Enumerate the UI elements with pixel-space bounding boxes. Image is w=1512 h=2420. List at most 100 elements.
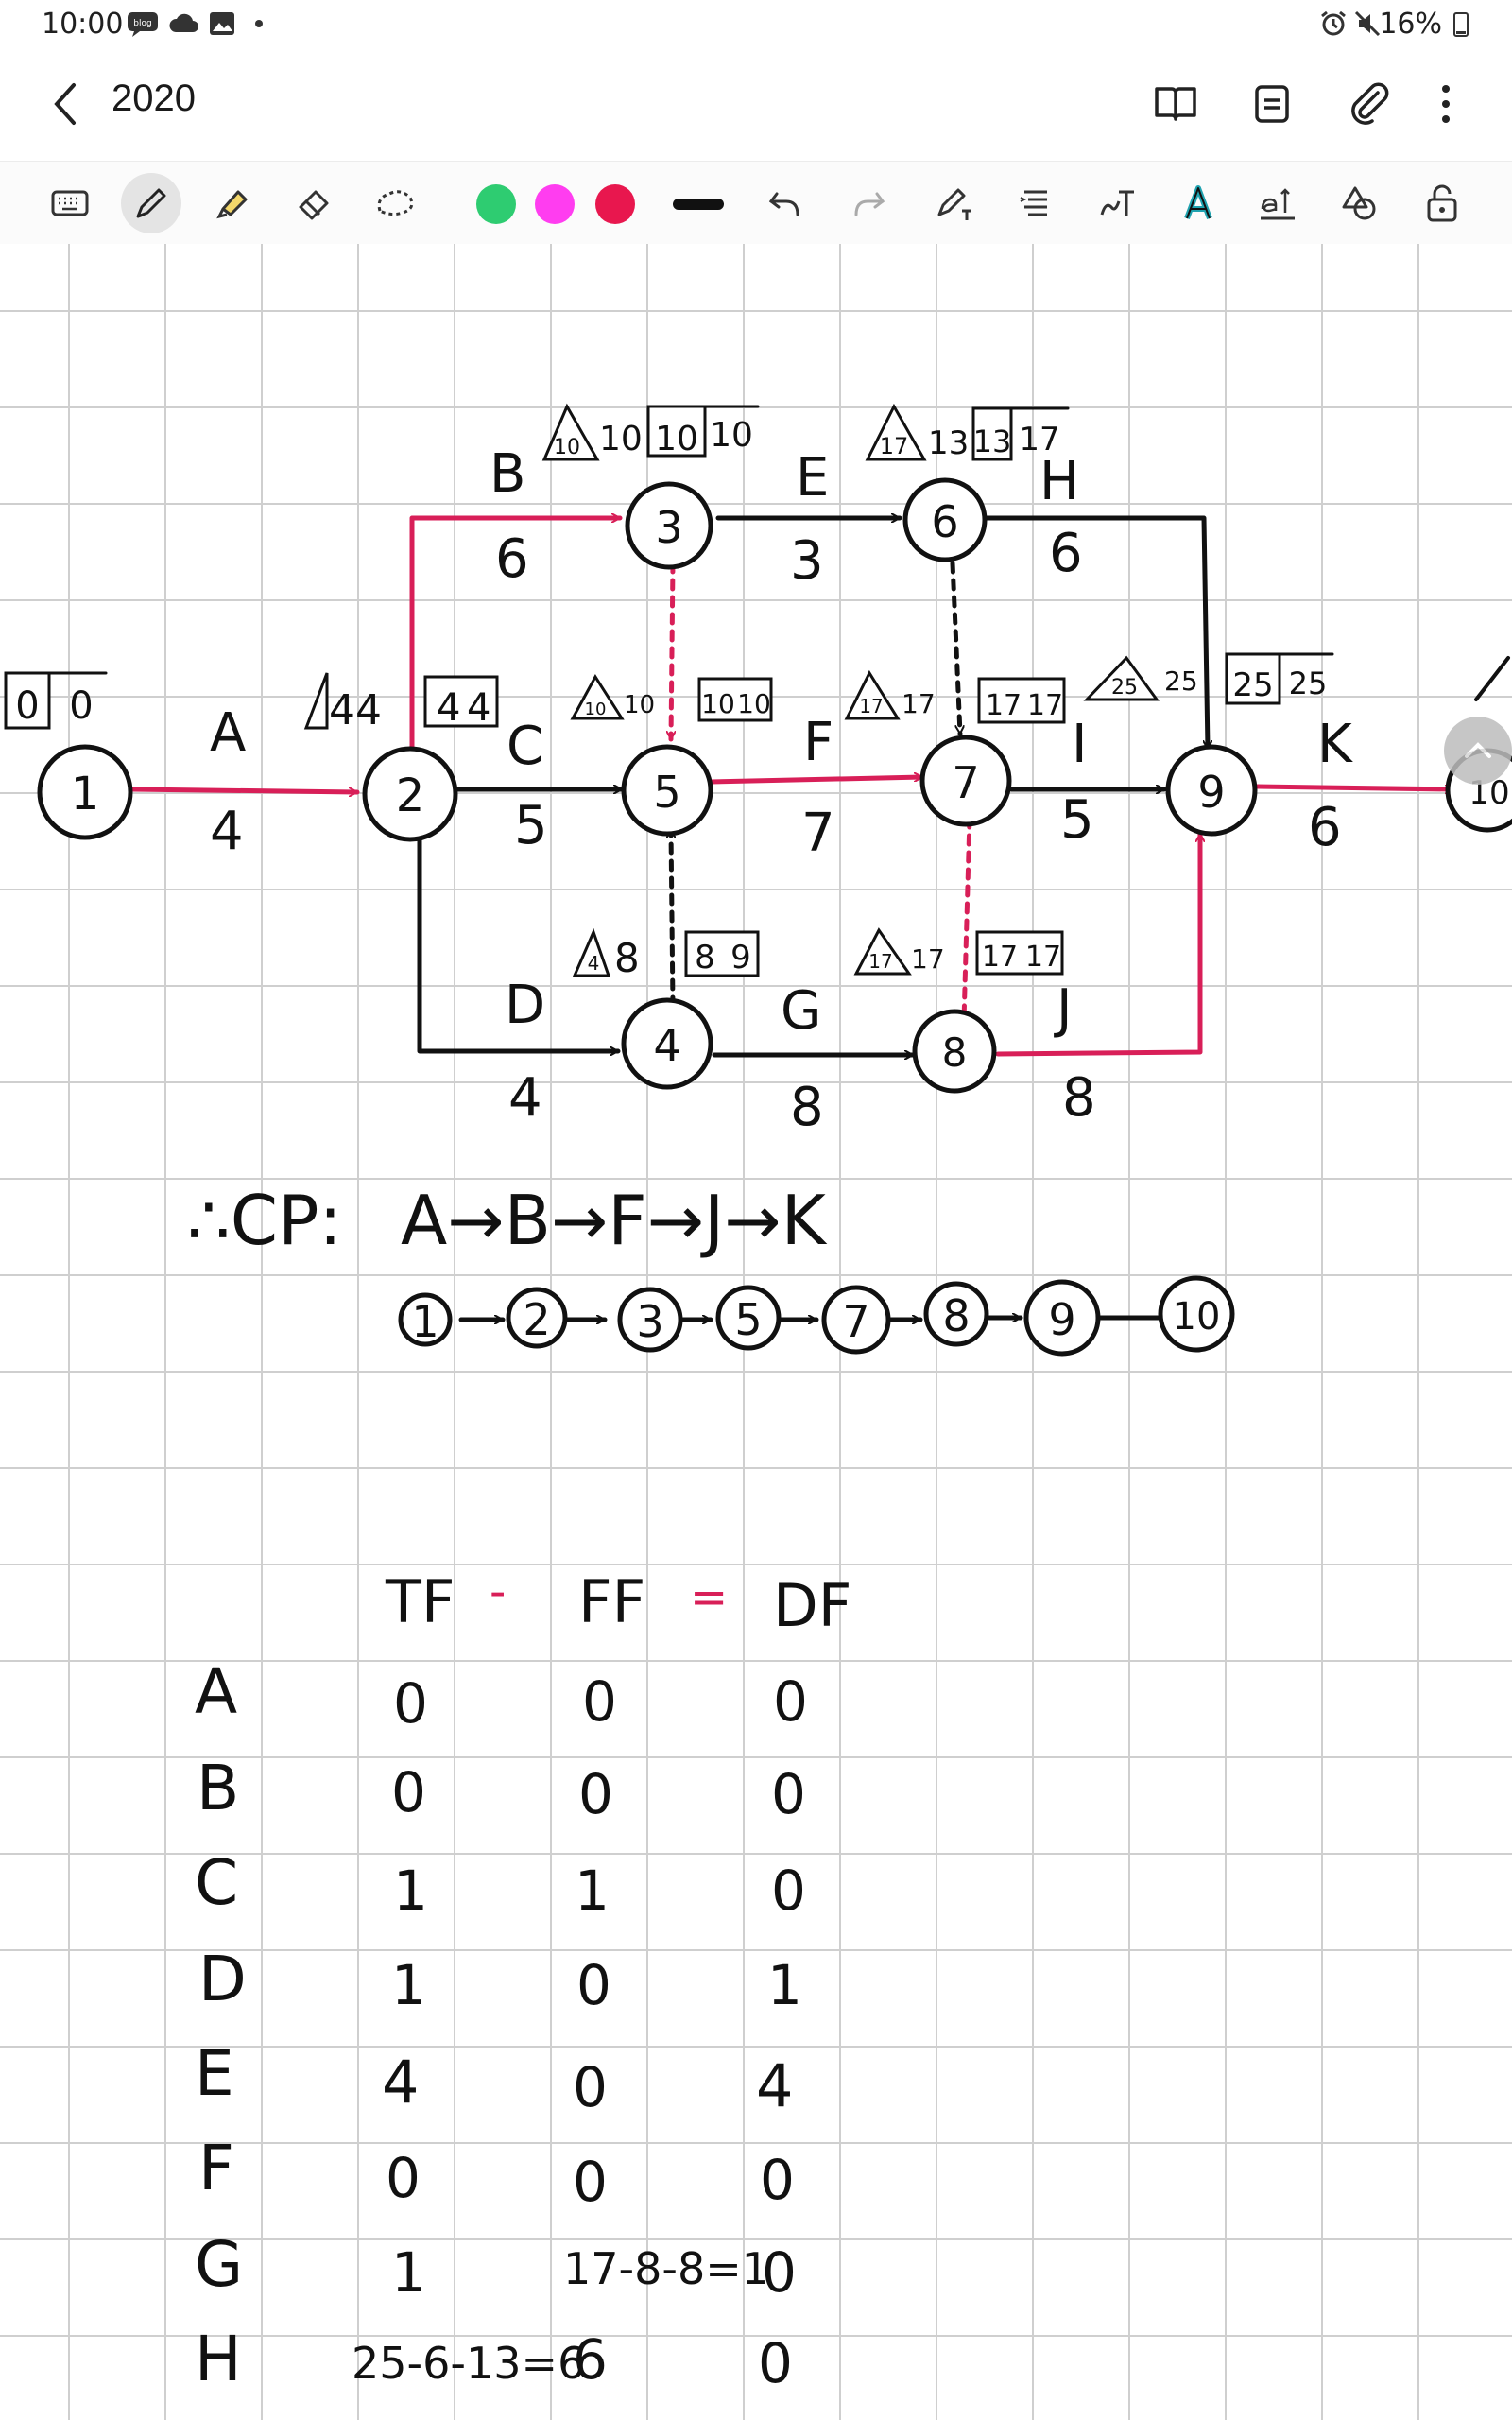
activity-duration-g: 8 — [790, 1077, 824, 1138]
arrow-h — [980, 515, 1208, 752]
arrow-a — [129, 786, 360, 792]
activity-label-a: A — [210, 702, 246, 764]
activity-duration-h: 6 — [1049, 523, 1083, 584]
back-icon — [54, 83, 76, 125]
svg-text:10: 10 — [599, 420, 643, 458]
svg-text:H: H — [195, 2323, 242, 2395]
note-canvas[interactable]: A 4 B 6 C 5 D 4 E 3 F 7 G 8 H 6 I 5 J 8 … — [0, 244, 1512, 2420]
cloud-icon — [169, 13, 198, 32]
svg-text:1: 1 — [393, 1858, 428, 1923]
align-button[interactable] — [1005, 173, 1066, 233]
svg-text:E: E — [195, 2037, 234, 2110]
svg-text:0: 0 — [15, 684, 39, 728]
cp-node: 8 — [942, 1290, 970, 1341]
svg-text:1: 1 — [575, 1858, 610, 1923]
scroll-handle[interactable] — [1444, 717, 1512, 785]
shapes-button[interactable] — [1329, 173, 1389, 233]
redo-icon — [854, 192, 885, 216]
node-6: 6 — [902, 477, 988, 562]
lock-icon — [1427, 184, 1457, 222]
svg-text:8: 8 — [942, 1029, 968, 1076]
highlighter-button[interactable] — [202, 173, 263, 233]
activity-label-h: H — [1040, 451, 1079, 512]
activity-label-b: B — [490, 443, 525, 505]
svg-text:0: 0 — [69, 684, 93, 728]
svg-text:G: G — [195, 2228, 243, 2301]
node-10-times-partial — [1474, 656, 1510, 701]
shapes-icon — [1342, 186, 1376, 220]
note-title: 2020 — [112, 78, 196, 119]
page-list-button[interactable] — [1247, 79, 1297, 129]
pen-icon — [136, 188, 166, 218]
svg-text:C: C — [195, 1846, 238, 1919]
critical-path-prefix: ∴CP: — [187, 1181, 342, 1260]
activity-labels: A 4 B 6 C 5 D 4 E 3 F 7 G 8 H 6 I 5 J 8 … — [210, 443, 1353, 1138]
svg-text:0: 0 — [578, 1762, 613, 1826]
svg-text:17: 17 — [868, 950, 892, 973]
eraser-button[interactable] — [284, 173, 344, 233]
reading-mode-button[interactable] — [1151, 79, 1200, 129]
critical-path-activities: A→B→F→J→K — [401, 1181, 828, 1260]
text-size-button[interactable] — [1247, 173, 1308, 233]
lock-button[interactable] — [1412, 173, 1472, 233]
activity-duration-i: 5 — [1060, 789, 1094, 851]
network-arrows — [129, 515, 1456, 1057]
node-5: 5 — [621, 744, 713, 837]
text-pen-button[interactable] — [924, 173, 985, 233]
svg-text:4: 4 — [329, 686, 355, 735]
node-5-times: 10 10 10 10 — [570, 674, 773, 722]
table-row: F 0 0 0 — [198, 2132, 795, 2214]
more-options-button[interactable] — [1421, 79, 1470, 129]
chevron-up-icon — [1465, 742, 1491, 758]
svg-text:4: 4 — [653, 1020, 680, 1071]
activity-label-i: I — [1072, 714, 1088, 775]
activity-label-e: E — [796, 447, 829, 509]
color-swatch-green[interactable] — [476, 184, 516, 224]
back-button[interactable] — [42, 74, 94, 134]
activity-duration-f: 7 — [801, 803, 835, 864]
svg-text:0: 0 — [582, 1669, 617, 1734]
dummy-arrow-3-5 — [671, 561, 673, 742]
node-9-times: 25 25 25 25 — [1083, 652, 1334, 705]
arrow-j — [995, 831, 1200, 1057]
stroke-thickness-button[interactable] — [673, 199, 724, 210]
more-icon — [1442, 85, 1450, 123]
activity-label-g: G — [781, 980, 821, 1042]
node-1: 1 — [37, 744, 133, 840]
lasso-button[interactable] — [365, 173, 425, 233]
handwriting-layer: A 4 B 6 C 5 D 4 E 3 F 7 G 8 H 6 I 5 J 8 … — [4, 403, 1512, 2395]
critical-path-nodes: 1 2 3 5 7 8 9 10 — [398, 1275, 1235, 1357]
keyboard-button[interactable] — [40, 173, 100, 233]
undo-button[interactable] — [754, 173, 815, 233]
svg-text:25: 25 — [1289, 666, 1328, 701]
activity-duration-a: 4 — [210, 801, 244, 862]
svg-text:B: B — [197, 1752, 239, 1824]
activity-label-k: K — [1317, 714, 1353, 775]
redo-button[interactable] — [839, 173, 900, 233]
gallery-icon — [210, 12, 234, 35]
activity-label-j: J — [1054, 978, 1073, 1040]
color-swatch-pink[interactable] — [535, 184, 575, 224]
alarm-icon — [1321, 10, 1346, 36]
handwriting-to-text-button[interactable] — [1087, 173, 1147, 233]
critical-path: ∴CP: A→B→F→J→K 1 2 3 5 7 8 9 10 — [187, 1181, 1235, 1357]
svg-text:0: 0 — [573, 2055, 608, 2119]
table-row: A 0 0 0 — [195, 1655, 808, 1736]
svg-text:17: 17 — [1019, 421, 1059, 458]
svg-text:17: 17 — [880, 433, 909, 459]
svg-text:0: 0 — [771, 1762, 806, 1826]
network-nodes: 1 2 3 4 5 6 7 8 9 10 — [37, 477, 1512, 1094]
handwriting-to-text-icon — [1100, 190, 1134, 216]
svg-text:17: 17 — [986, 689, 1022, 722]
text-style-button[interactable] — [1168, 173, 1228, 233]
dummy-arrow-4-5 — [671, 827, 673, 1009]
svg-text:4: 4 — [382, 2048, 419, 2117]
svg-text:17: 17 — [1025, 941, 1061, 974]
event-times: 0 0 4 4 4 4 10 10 10 10 10 10 — [4, 403, 1510, 981]
text-style-icon — [1184, 185, 1212, 220]
color-swatch-red[interactable] — [595, 184, 635, 224]
attach-button[interactable] — [1344, 79, 1393, 129]
pen-button[interactable] — [121, 173, 181, 233]
svg-text:25: 25 — [1111, 676, 1138, 700]
node-2-times: 4 4 4 4 — [303, 672, 499, 735]
